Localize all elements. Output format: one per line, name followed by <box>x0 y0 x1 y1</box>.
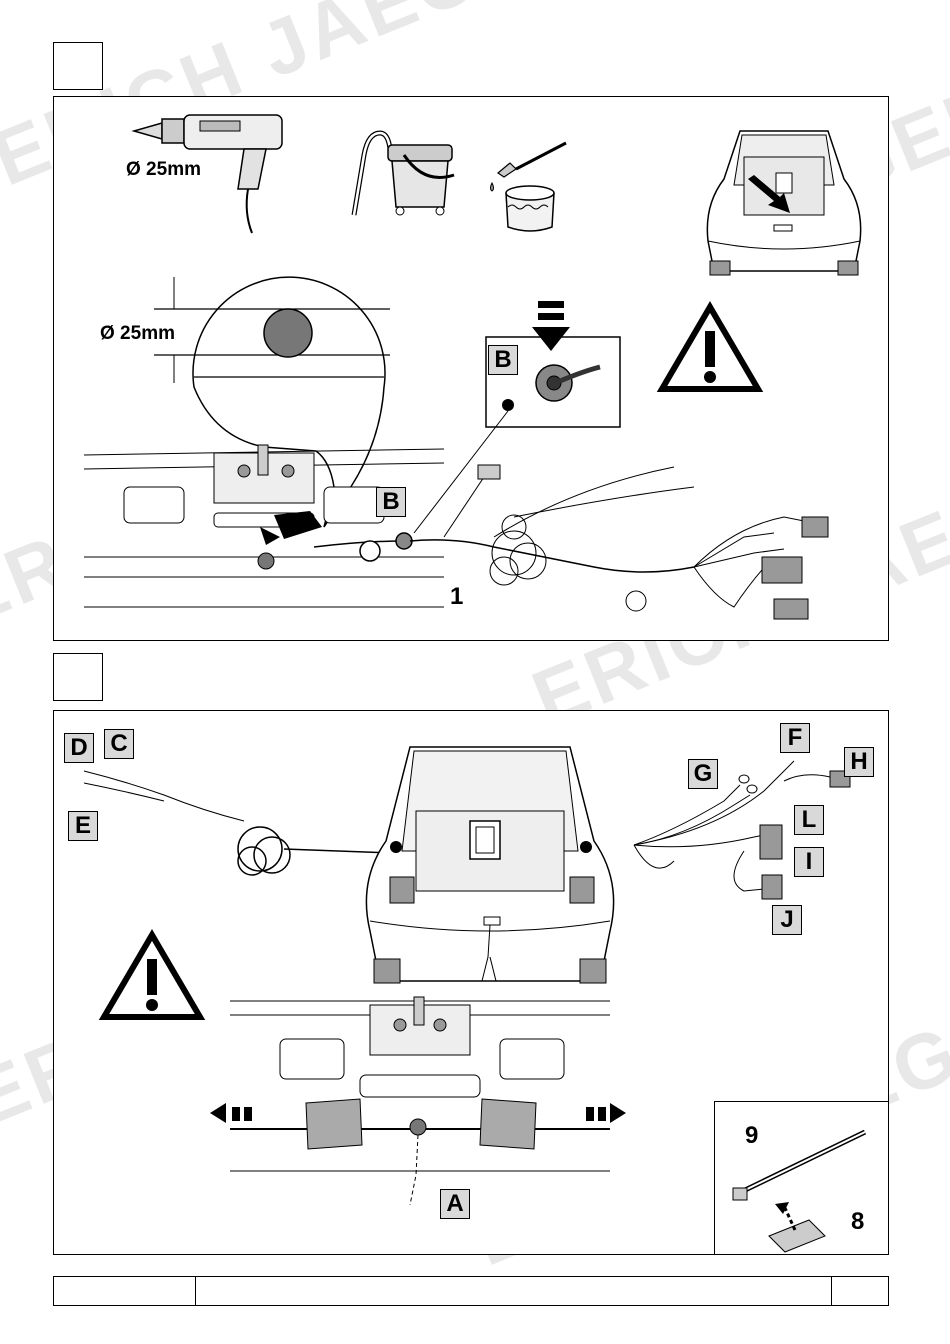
panel-step-1: Ø 25mm <box>53 96 889 641</box>
car-rear-icon <box>350 741 630 991</box>
vacuum-icon <box>344 115 464 225</box>
cable-tie-inset: 9 8 <box>714 1101 889 1255</box>
label-b-detail: B <box>488 345 518 375</box>
label-l: L <box>794 805 824 835</box>
footer-cell-1 <box>54 1277 196 1305</box>
left-harness <box>84 761 394 881</box>
drill-diameter-label: Ø 25mm <box>126 159 201 181</box>
hole-diameter-label: Ø 25mm <box>100 323 175 345</box>
inset-number-tie: 9 <box>745 1122 758 1150</box>
callout-number-1: 1 <box>450 583 463 611</box>
inset-number-pad: 8 <box>851 1208 864 1236</box>
label-a: A <box>440 1189 470 1219</box>
car-rear-icon <box>694 121 874 281</box>
label-c: C <box>104 729 134 759</box>
wiring-harness <box>314 457 874 637</box>
label-h: H <box>844 747 874 777</box>
footer-cell-2 <box>196 1277 832 1305</box>
bumper-panel <box>210 995 630 1245</box>
label-g: G <box>688 759 718 789</box>
label-j: J <box>772 905 802 935</box>
label-d: D <box>64 733 94 763</box>
step-box-1 <box>53 42 103 90</box>
footer-cell-3 <box>832 1277 888 1305</box>
footer-table <box>53 1276 889 1306</box>
brush-paint-icon <box>486 139 586 239</box>
panel-step-2: D C E F G H L I J A <box>53 710 889 1255</box>
label-i: I <box>794 847 824 877</box>
label-f: F <box>780 723 810 753</box>
warning-icon <box>658 303 762 393</box>
label-e: E <box>68 811 98 841</box>
warning-icon <box>100 931 204 1021</box>
step-box-2 <box>53 653 103 701</box>
